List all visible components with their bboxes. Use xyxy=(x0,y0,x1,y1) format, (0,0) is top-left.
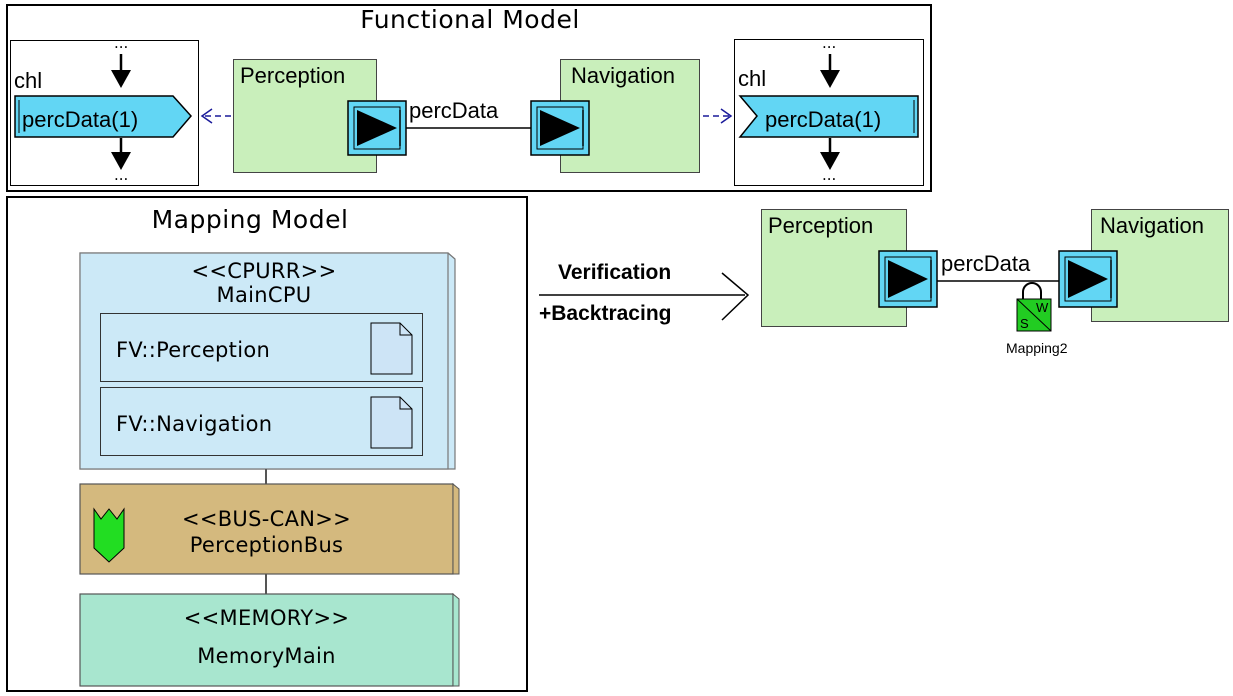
left-signal-shape[interactable] xyxy=(14,95,192,138)
bus-node[interactable] xyxy=(79,482,460,575)
bus-stereotype-overlay: <<BUS-CAN>> xyxy=(181,507,352,531)
artifact-perception-overlay-label: FV::Perception xyxy=(116,338,271,362)
cpu-stereotype-overlay: <<CPURR>> xyxy=(191,259,337,283)
lock-letter-s: S xyxy=(1020,316,1029,331)
functional-model-title: Functional Model xyxy=(360,5,580,34)
artifact-navigation-overlay-label: FV::Navigation xyxy=(116,412,273,436)
cpu-name-overlay: MainCPU xyxy=(216,283,312,307)
memory-name-overlay: MemoryMain xyxy=(197,644,336,668)
right-signal-label: percData(1) xyxy=(765,107,881,132)
functional-navigation-label: Navigation xyxy=(571,63,675,88)
verification-label: Verification xyxy=(558,261,672,284)
artifact-navigation-box[interactable] xyxy=(100,387,423,456)
document-icon xyxy=(370,396,413,449)
lock-caption: Mapping2 xyxy=(1006,340,1068,356)
functional-perception-label: Perception xyxy=(240,63,346,88)
right-ellipsis-bottom: ... xyxy=(822,166,837,184)
lock-icon[interactable] xyxy=(1016,282,1052,332)
result-perception-out-port[interactable] xyxy=(878,250,938,308)
memory-stereotype-overlay: <<MEMORY>> xyxy=(183,606,350,630)
right-signal-shape[interactable] xyxy=(738,95,919,138)
result-navigation-label: Navigation xyxy=(1100,213,1204,238)
functional-navigation-in-port[interactable] xyxy=(530,100,590,156)
functional-perception-out-port[interactable] xyxy=(347,100,407,156)
functional-connection-label: percData xyxy=(409,98,499,123)
right-sequence-arrows xyxy=(820,54,840,170)
document-icon xyxy=(370,322,413,375)
left-channel-label: chl xyxy=(14,68,43,93)
artifact-perception-box[interactable] xyxy=(100,313,423,382)
result-connection-label: percData xyxy=(941,251,1031,276)
lock-letter-w: W xyxy=(1036,300,1049,315)
left-ellipsis-top: ... xyxy=(114,34,129,52)
backtracing-label: +Backtracing xyxy=(539,302,672,325)
left-ellipsis-bottom: ... xyxy=(114,166,129,184)
right-ellipsis-top: ... xyxy=(822,34,837,52)
dashed-arrow-left xyxy=(200,108,231,124)
left-signal-label: percData(1) xyxy=(22,107,138,132)
result-perception-label: Perception xyxy=(768,213,874,238)
shield-icon xyxy=(93,507,125,563)
result-navigation-in-port[interactable] xyxy=(1058,250,1118,308)
left-sequence-arrows xyxy=(111,54,131,170)
right-channel-label: chl xyxy=(738,66,767,91)
dashed-arrow-right xyxy=(703,108,733,124)
verification-arrow xyxy=(539,272,750,321)
memory-node[interactable] xyxy=(79,592,460,687)
bus-name-overlay: PerceptionBus xyxy=(189,533,344,557)
mapping-model-title: Mapping Model xyxy=(151,205,349,234)
